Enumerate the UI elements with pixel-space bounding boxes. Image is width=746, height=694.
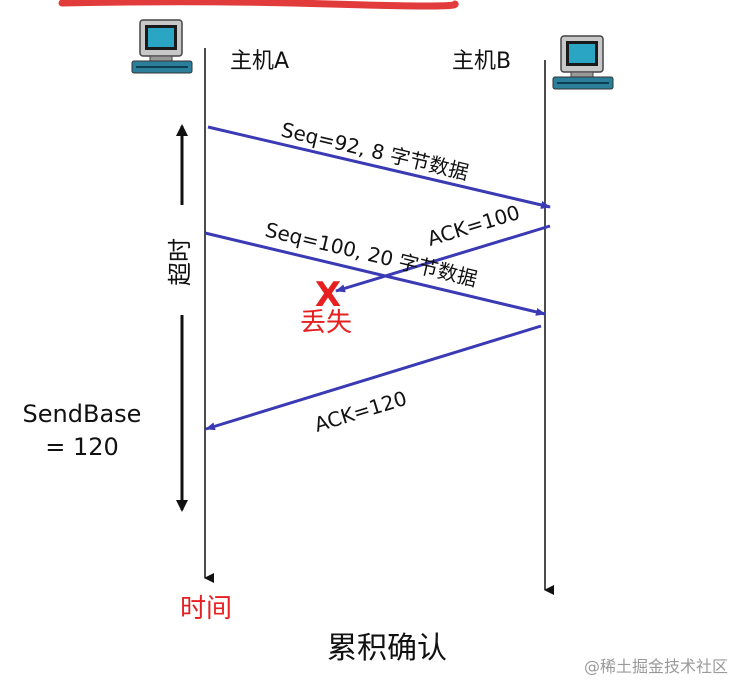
top-highlight-stroke xyxy=(58,0,459,10)
host-a-label: 主机A xyxy=(230,49,289,74)
computer-icon xyxy=(131,19,193,74)
figure-caption: 累积确认 xyxy=(327,631,447,666)
loss-x-icon: X xyxy=(315,275,341,315)
segment-1-arrow xyxy=(207,125,551,209)
watermark: @稀土掘金技术社区 xyxy=(584,657,728,676)
ack-2-arrow xyxy=(205,324,542,431)
timeout-bracket xyxy=(176,124,188,512)
sendbase-line-1: SendBase xyxy=(23,400,142,428)
ack-1-arrow xyxy=(335,224,551,293)
ack-1-label: ACK=100 xyxy=(424,200,522,251)
segment-2-arrow xyxy=(204,231,546,316)
sendbase-line-2: = 120 xyxy=(45,433,119,461)
computer-icon xyxy=(552,35,614,90)
timeout-label: 超时 xyxy=(166,238,194,286)
host-b-label: 主机B xyxy=(452,49,511,74)
time-label: 时间 xyxy=(180,594,232,624)
loss-label: 丢失 xyxy=(300,308,352,338)
